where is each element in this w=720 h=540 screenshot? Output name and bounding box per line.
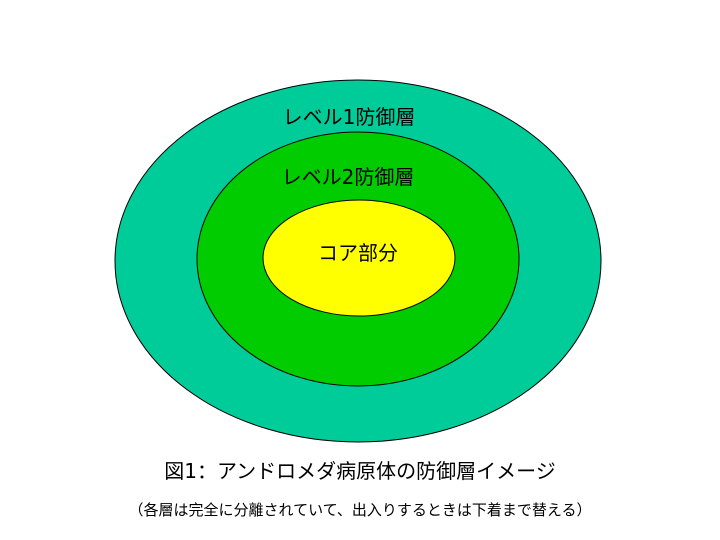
figure-caption-title: 図1：アンドロメダ病原体の防御層イメージ — [164, 459, 556, 483]
core-layer — [262, 199, 456, 317]
figure-caption-note: （各層は完全に分離されていて、出入りするときは下着まで替える） — [128, 501, 592, 519]
core-layer-label: コア部分 — [318, 241, 398, 265]
level-2-defense-layer-label: レベル2防御層 — [282, 165, 415, 189]
level-1-defense-layer-label: レベル1防御層 — [283, 105, 416, 129]
